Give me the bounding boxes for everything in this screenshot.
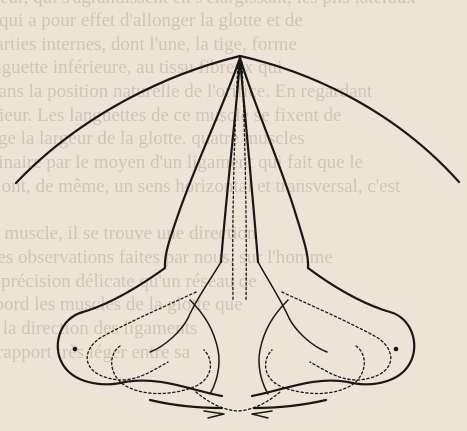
left-process: [150, 262, 221, 352]
right-base-outline: [252, 268, 414, 396]
left-limb-outer: [165, 58, 240, 268]
outer-arch-right: [240, 56, 459, 182]
outer-arch-left: [16, 56, 240, 183]
right-dot-marker: [394, 347, 399, 352]
bottom-notch-left: [204, 411, 224, 418]
right-limb-inner: [240, 58, 258, 262]
left-dotted-ring: [112, 346, 211, 394]
bottom-notch-right: [252, 411, 272, 418]
bottom-edge: [150, 400, 326, 408]
right-inner-curve: [259, 300, 288, 394]
right-dotted-ring: [266, 346, 365, 394]
left-limb-inner: [221, 58, 240, 262]
left-dot-marker: [73, 347, 78, 352]
right-dotted-outline: [282, 292, 391, 380]
